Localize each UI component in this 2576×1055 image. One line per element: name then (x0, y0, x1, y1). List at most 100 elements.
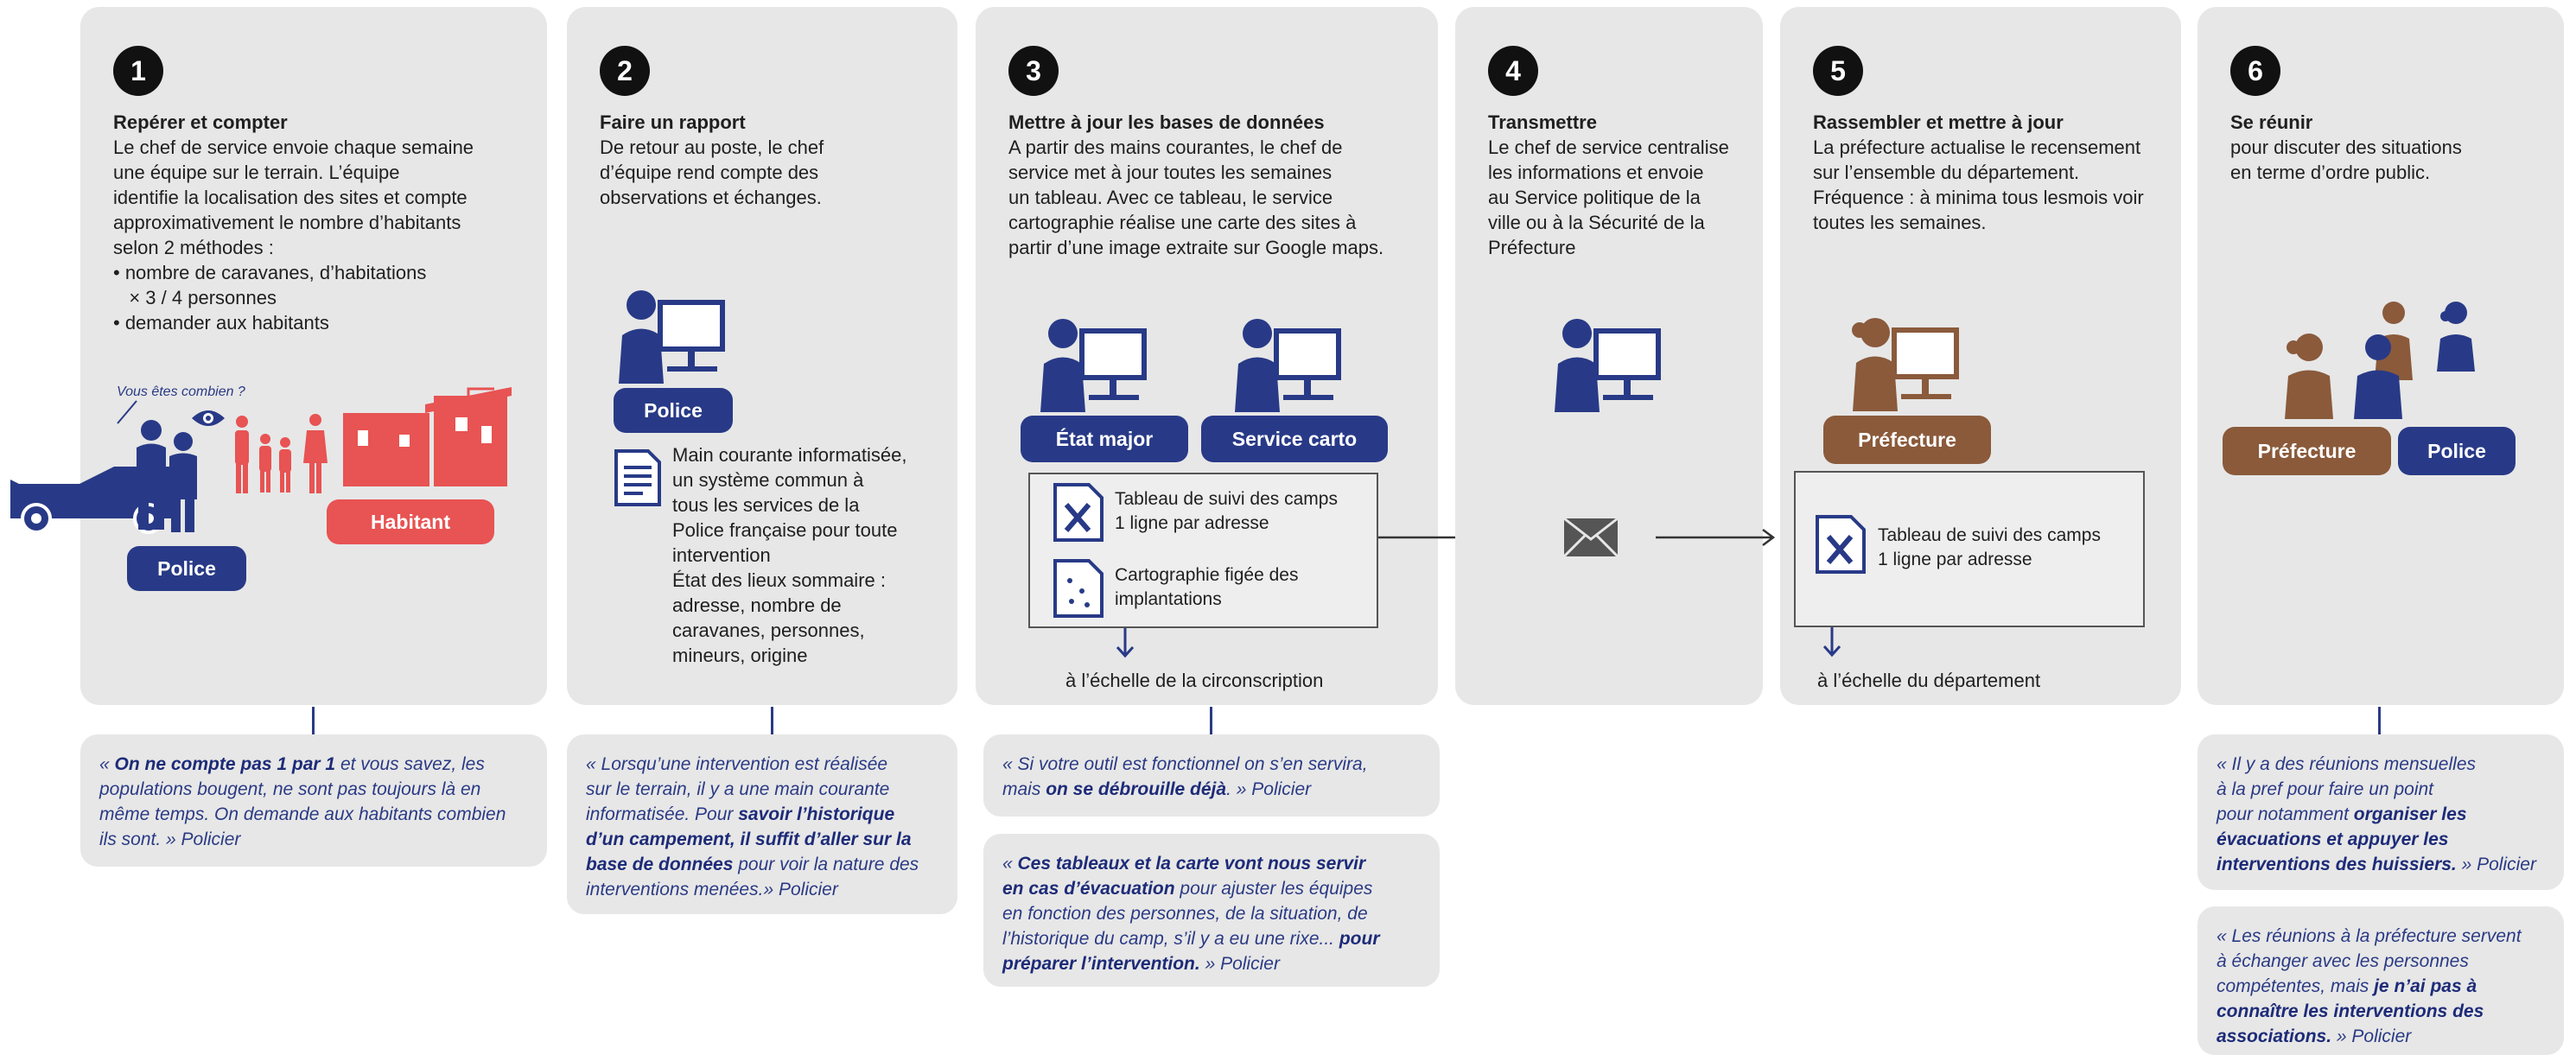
family-icon (235, 414, 328, 493)
quote-text: même temps. On demande aux habitants com… (99, 804, 506, 824)
map-icon (1053, 559, 1104, 618)
quote-text: l’historique du camp, s’il y a eu une ri… (1002, 929, 1339, 949)
quote-text: pour notamment (2217, 804, 2354, 824)
quote-text: « (99, 754, 115, 774)
quote-emphasis: organiser les (2353, 804, 2467, 824)
person-at-computer-icon (1852, 318, 1959, 411)
quote-text: à la pref pour faire un point (2217, 779, 2433, 799)
connector-3 (1210, 707, 1212, 734)
step-6-title: Se réunir (2230, 111, 2313, 133)
text-line: selon 2 méthodes : (113, 237, 274, 258)
quote-emphasis: je n’ai pas à (2374, 976, 2477, 996)
text-line: les informations et envoie (1488, 162, 1704, 183)
step-5-title: Rassembler et mettre à jour (1813, 111, 2064, 133)
text-line: Main courante informatisée, (672, 444, 907, 466)
text-line: mineurs, origine (672, 645, 808, 666)
text-line: × 3 / 4 personnes (113, 287, 277, 308)
step-3-number: 3 (1008, 46, 1059, 96)
quote-emphasis: On ne compte pas 1 par 1 (114, 754, 336, 774)
habitant-label: Habitant (327, 499, 494, 544)
speech-tail (117, 400, 137, 424)
person-at-computer-icon (1555, 319, 1661, 412)
quote-4: « Ces tableaux et la carte vont nous ser… (983, 834, 1440, 987)
text-line: ville ou à la Sécurité de la (1488, 212, 1705, 233)
police-label-step6: Police (2398, 427, 2516, 475)
step-3-map-text: Cartographie figée des implantations (1115, 563, 1298, 612)
police-officers-icon (137, 420, 197, 532)
quote-text: « Les réunions à la préfecture servent (2217, 926, 2522, 946)
text-line: De retour au poste, le chef (600, 137, 824, 158)
arrow-down-icon (1822, 627, 1841, 658)
text-line: identifie la localisation des sites et c… (113, 187, 467, 208)
envelope-icon (1562, 517, 1619, 558)
text-line: un tableau. Avec ce tableau, le service (1008, 187, 1333, 208)
quote-2: « Lorsqu’une intervention est réalisée su… (567, 734, 957, 914)
text-line: en terme d’ordre public. (2230, 162, 2431, 183)
text-line: • demander aux habitants (113, 312, 329, 334)
quote-emphasis: base de données (586, 855, 734, 874)
quote-6: « Les réunions à la préfecture servent à … (2198, 906, 2564, 1055)
service-carto-label: Service carto (1201, 416, 1388, 462)
text-line: intervention (672, 544, 771, 566)
step-4-title: Transmettre (1488, 111, 1597, 133)
quote-emphasis: évacuations et appuyer les (2217, 829, 2449, 849)
police-label-step1: Police (127, 546, 246, 591)
quote-emphasis: on se débrouille déjà (1046, 779, 1227, 799)
quote-text: en fonction des personnes, de la situati… (1002, 904, 1368, 924)
step-5-scale: à l’échelle du département (1817, 670, 2041, 691)
text-line: A partir des mains courantes, le chef de (1008, 137, 1343, 158)
text-line: implantations (1115, 589, 1222, 609)
main-courante-text: Main courante informatisée,un système co… (672, 442, 906, 668)
step-3-body: A partir des mains courantes, le chef de… (1008, 135, 1383, 260)
quote-text: . » Policier (1226, 779, 1312, 799)
step-6-number: 6 (2230, 46, 2280, 96)
connector-2 (771, 707, 773, 734)
quote-emphasis: interventions des huissiers. (2217, 855, 2457, 874)
connector-6 (2378, 707, 2381, 734)
excel-icon (1816, 515, 1866, 574)
excel-icon (1053, 483, 1104, 542)
quote-text: « (1002, 854, 1018, 874)
text-line: Cartographie figée des (1115, 565, 1299, 585)
quote-text: populations bougent, ne sont pas toujour… (99, 779, 481, 799)
quote-emphasis: pour (1339, 929, 1380, 949)
quote-text: « Lorsqu’une intervention est réalisée (586, 754, 888, 774)
quote-text: » Policier (1199, 954, 1280, 974)
text-line: Police française pour toute (672, 519, 898, 541)
quote-3: « Si votre outil est fonctionnel on s’en… (983, 734, 1440, 817)
quote-text: ils sont. » Policier (99, 829, 241, 849)
text-line: Le chef de service envoie chaque semaine (113, 137, 474, 158)
quote-text: pour voir la nature des (733, 855, 919, 874)
quote-text: » Policier (2456, 855, 2536, 874)
arrow-right-icon (1656, 529, 1776, 546)
step-1-body: Le chef de service envoie chaque semaine… (113, 135, 474, 335)
text-line: pour discuter des situations (2230, 137, 2462, 158)
text-line: • nombre de caravanes, d’habitations (113, 262, 427, 283)
text-line: partir d’une image extraite sur Google m… (1008, 237, 1384, 258)
text-line: Le chef de service centralise (1488, 137, 1729, 158)
text-line: Préfecture (1488, 237, 1576, 258)
quote-emphasis: savoir l’historique (738, 804, 895, 824)
quote-text: à échanger avec les personnes (2217, 951, 2469, 971)
text-line: une équipe sur le terrain. L’équipe (113, 162, 400, 183)
quote-emphasis: Ces tableaux et la carte vont nous servi… (1017, 854, 1366, 874)
meeting-people-icon (2285, 302, 2475, 419)
quote-text: compétentes, mais (2217, 976, 2375, 996)
quote-text: pour ajuster les équipes (1174, 879, 1373, 899)
step-2-title: Faire un rapport (600, 111, 746, 133)
text-line: sur l’ensemble du département. (1813, 162, 2080, 183)
text-line: 1 ligne par adresse (1878, 550, 2032, 569)
person-at-computer-icon (1235, 319, 1341, 412)
quote-text: sur le terrain, il y a une main courante (586, 779, 890, 799)
text-line: service met à jour toutes les semaines (1008, 162, 1333, 183)
step-4-number: 4 (1488, 46, 1538, 96)
prefecture-label-step6: Préfecture (2223, 427, 2391, 475)
police-label-step2: Police (614, 388, 733, 433)
quote-1: « On ne compte pas 1 par 1 et vous savez… (80, 734, 547, 867)
connector-1 (312, 707, 315, 734)
step-3-title: Mettre à jour les bases de données (1008, 111, 1325, 133)
text-line: caravanes, personnes, (672, 620, 865, 641)
